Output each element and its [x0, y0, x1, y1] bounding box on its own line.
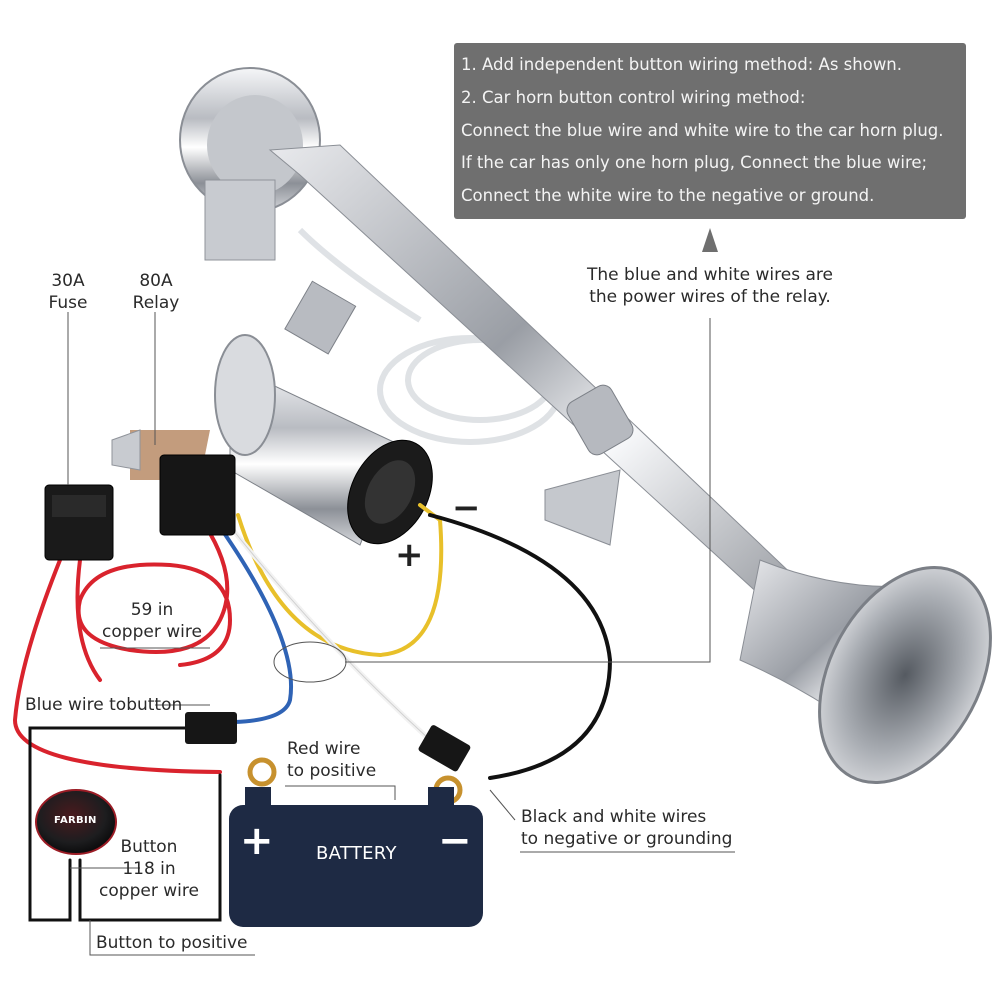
- black-wire: [428, 513, 613, 780]
- horn-button: [35, 789, 117, 855]
- button-label-line-3: copper wire: [99, 881, 199, 901]
- blue-wire-connector: [185, 712, 237, 744]
- instruction-callout: [454, 43, 966, 219]
- battery: [229, 787, 483, 927]
- black-button-wire: [28, 726, 187, 922]
- button-label-line-1: Button: [120, 837, 178, 857]
- yellow-wire: [236, 503, 444, 658]
- button-label-line-2: 118 in: [122, 859, 176, 879]
- red-wire-label-line-2: to positive: [287, 761, 377, 781]
- black-white-label-line-2: to negative or grounding: [521, 829, 733, 849]
- power-wires-label-line-1: The blue and white wires are: [587, 265, 833, 285]
- button-to-positive-label: Button to positive: [96, 933, 248, 953]
- button-positive-wire: [78, 773, 222, 922]
- red-relay-wire: [76, 523, 233, 667]
- power-wires-label-line-2: the power wires of the relay.: [589, 287, 831, 307]
- relay: [111, 429, 236, 536]
- callout-line-5: Connect the white wire to the negative o…: [461, 186, 875, 205]
- fuse-holder: [44, 484, 114, 561]
- black-white-label-line-1: Black and white wires: [521, 807, 707, 827]
- fuse-label-line-2: Fuse: [48, 293, 88, 313]
- white-wire-outline: [224, 519, 431, 741]
- relay-label-line-1: 80A: [139, 271, 173, 291]
- air-compressor: [214, 280, 433, 546]
- button-label: Button 118 in copper wire: [94, 836, 204, 902]
- relay-label: 80A Relay: [128, 270, 184, 314]
- fuse-label: 30A Fuse: [44, 270, 92, 314]
- callout-line-1: 1. Add independent button wiring method:…: [461, 55, 903, 74]
- callout-line-3: Connect the blue wire and white wire to …: [461, 121, 944, 140]
- compressor-minus-sign: −: [452, 488, 481, 528]
- blue-wire-button-label: Blue wire tobutton: [25, 695, 183, 715]
- red-wire-label-line-1: Red wire: [287, 739, 361, 759]
- battery-minus-sign: −: [438, 818, 472, 864]
- power-wires-label: The blue and white wires are the power w…: [578, 264, 842, 308]
- copper59-label: 59 in copper wire: [98, 599, 206, 643]
- wires: [12, 503, 613, 922]
- red-wire-label: Red wire to positive: [287, 738, 376, 782]
- red-fuse-wire: [12, 558, 222, 774]
- copper59-label-line-1: 59 in: [130, 600, 174, 620]
- callout-line-4: If the car has only one horn plug, Conne…: [461, 153, 928, 172]
- battery-plus-sign: +: [240, 818, 274, 864]
- red-fuse-wire-2: [75, 558, 102, 682]
- horn-trumpet: [179, 67, 992, 784]
- white-wire-connector: [418, 725, 471, 772]
- callout-line-2: 2. Car horn button control wiring method…: [461, 88, 806, 107]
- blue-wire: [213, 518, 293, 724]
- battery-label: BATTERY: [316, 843, 397, 864]
- fuse-label-line-1: 30A: [51, 271, 85, 291]
- button-brand-logo: FARBIN: [54, 815, 97, 826]
- copper59-label-line-2: copper wire: [102, 622, 202, 642]
- relay-label-line-2: Relay: [132, 293, 180, 313]
- black-white-label: Black and white wires to negative or gro…: [521, 806, 732, 850]
- compressor-plus-sign: +: [395, 535, 424, 575]
- positive-terminal: [247, 757, 277, 787]
- callout-lines: [67, 312, 735, 956]
- callout-arrow: [702, 228, 718, 252]
